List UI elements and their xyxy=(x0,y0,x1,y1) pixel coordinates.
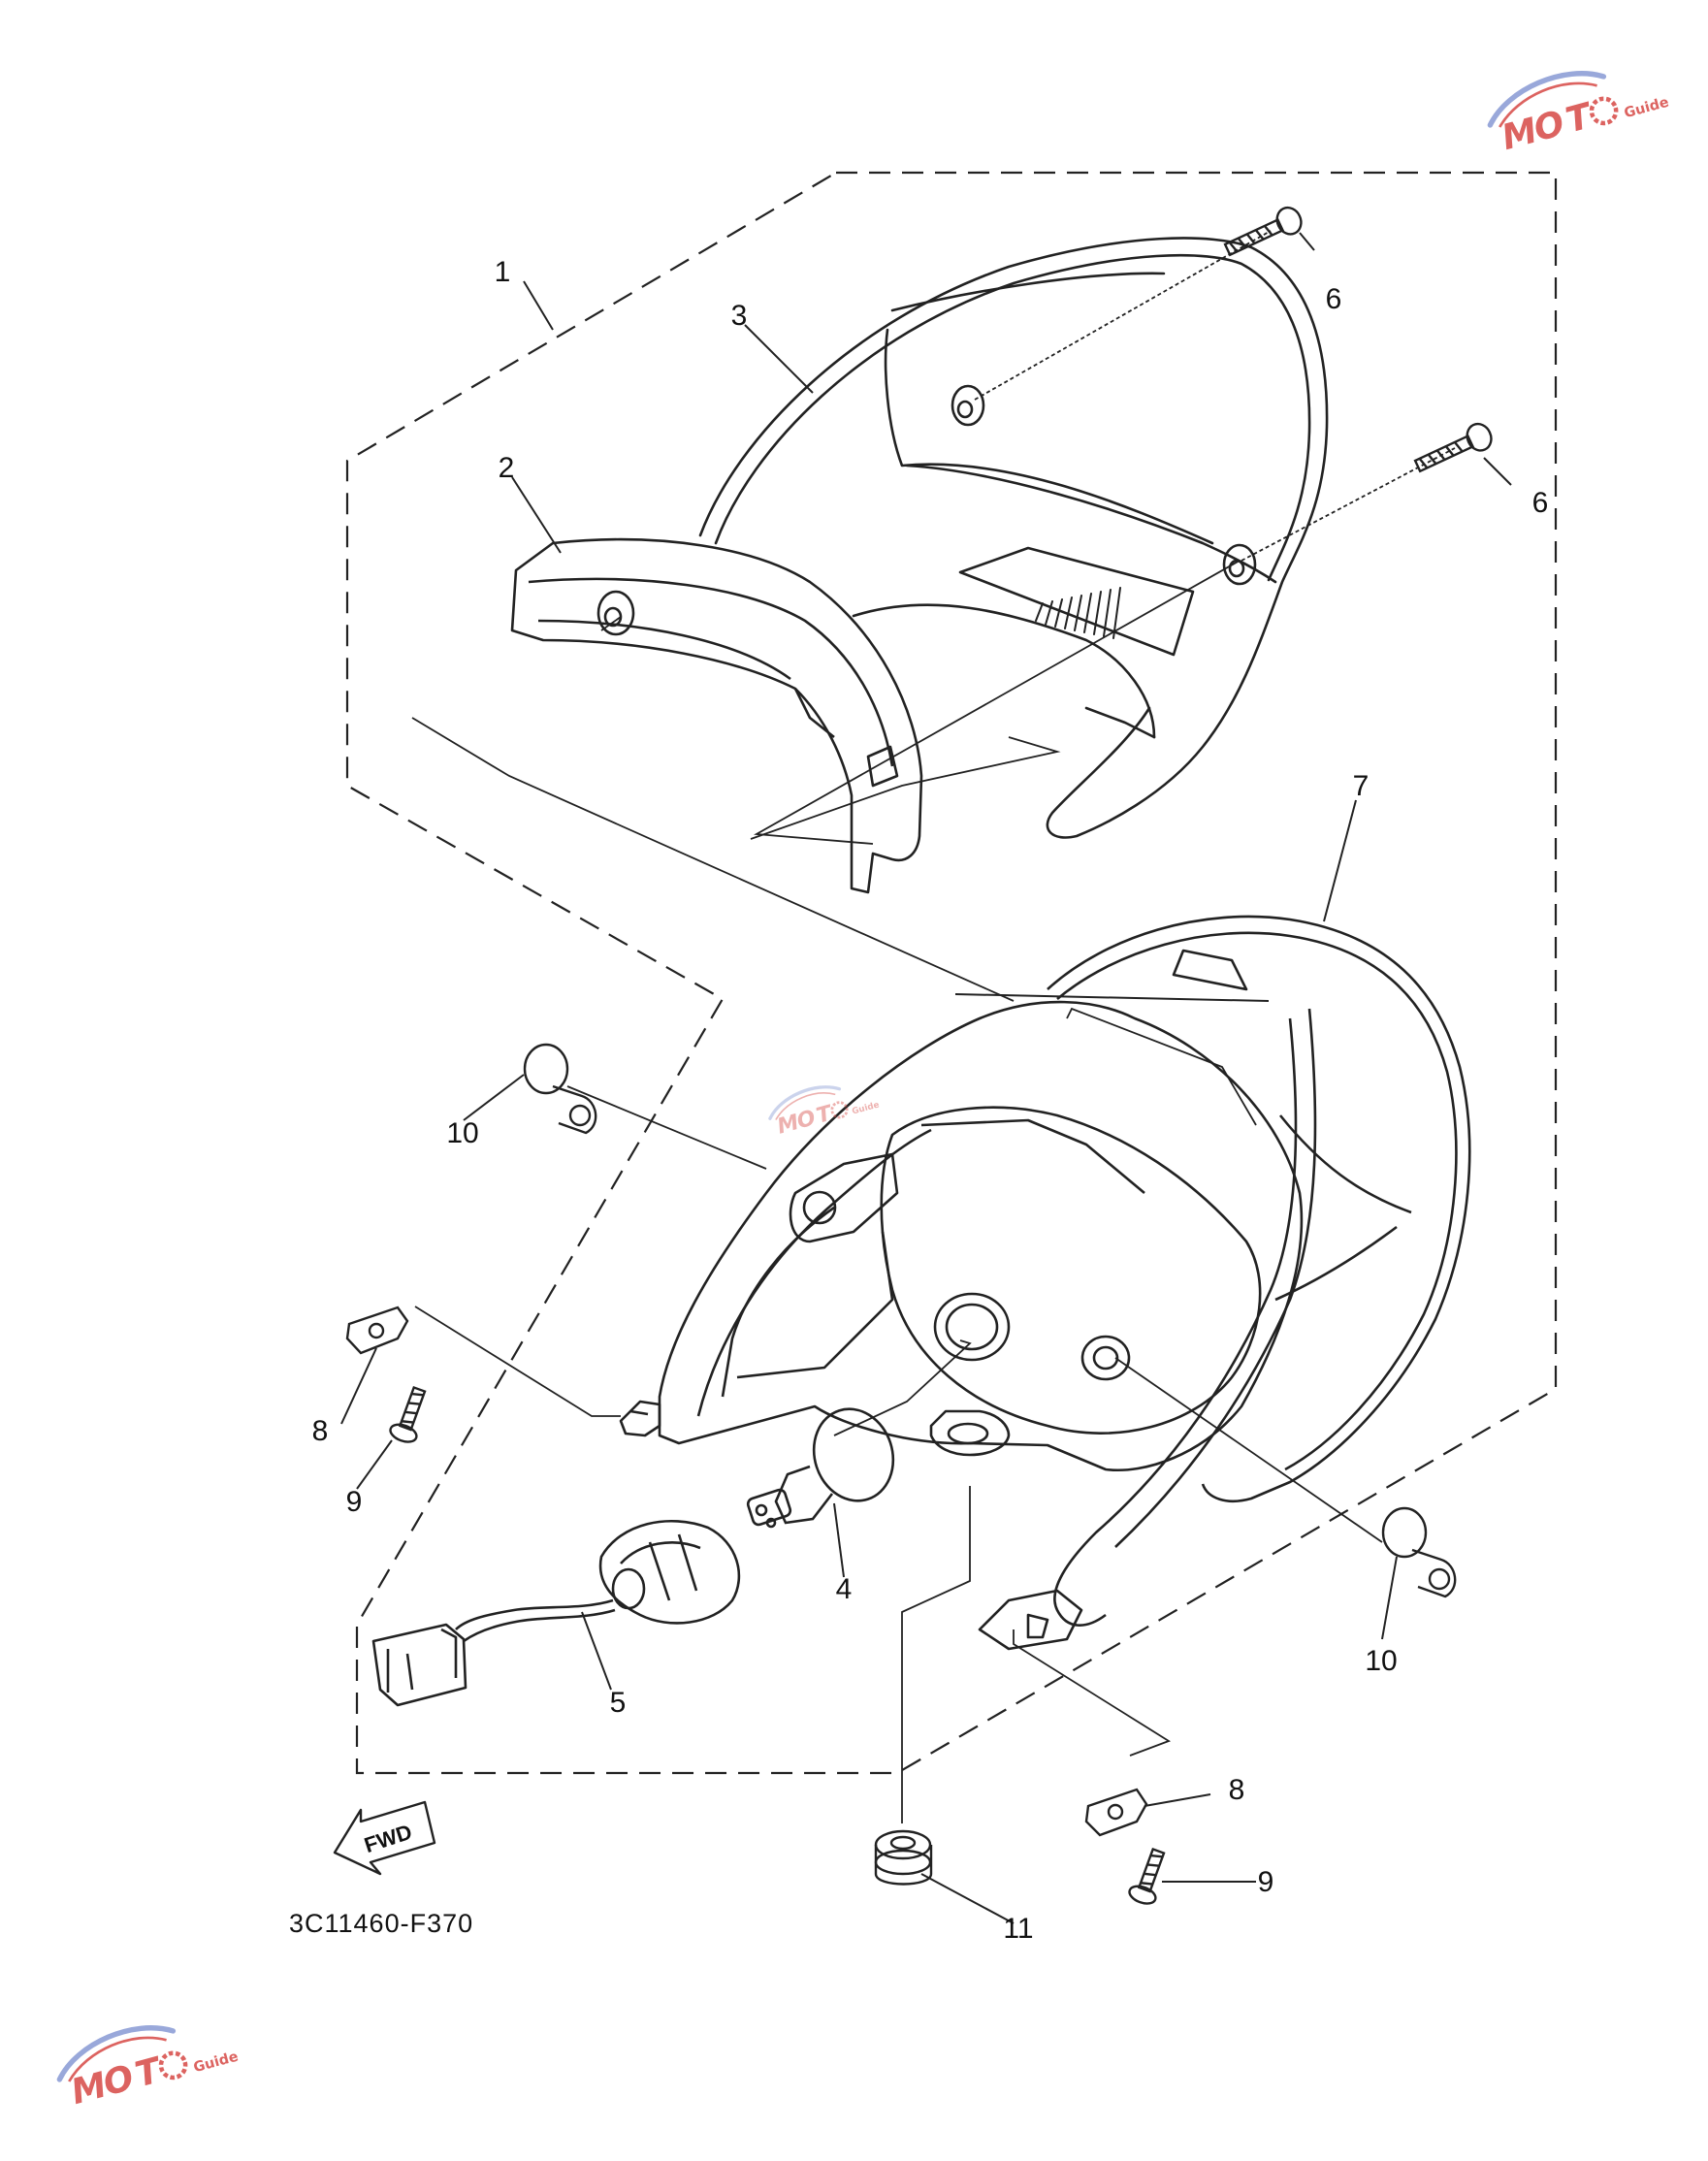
callout-10a: 10 xyxy=(446,1117,478,1149)
callout-10b: 10 xyxy=(1365,1645,1397,1677)
screws-6 xyxy=(1223,206,1493,473)
guide-lines xyxy=(411,560,1383,1823)
callout-9b: 9 xyxy=(1258,1866,1274,1898)
assembly-outline xyxy=(345,171,1558,1775)
callout-4: 4 xyxy=(836,1573,853,1605)
callout-11: 11 xyxy=(1003,1913,1033,1945)
front-cowl-piece xyxy=(510,537,923,894)
seat-cowl xyxy=(698,237,1329,839)
callout-2: 2 xyxy=(499,452,515,484)
callout-5: 5 xyxy=(610,1687,627,1719)
assembly-lines xyxy=(974,230,1456,562)
callout-6a: 6 xyxy=(1326,283,1342,315)
callout-7: 7 xyxy=(1353,770,1370,802)
callout-6b: 6 xyxy=(1532,487,1549,519)
gear-icon xyxy=(1589,96,1619,126)
callout-9a: 9 xyxy=(346,1486,363,1518)
callout-8b: 8 xyxy=(1229,1774,1245,1806)
socket-cord xyxy=(371,1520,741,1707)
drawing-code: 3C11460-F370 xyxy=(289,1909,473,1938)
callout-3: 3 xyxy=(731,300,748,332)
tail-light-housing xyxy=(619,915,1471,1651)
fasteners xyxy=(345,1043,1457,1905)
callout-8a: 8 xyxy=(312,1415,329,1447)
callout-numbers: 1 2 3 4 5 6 6 7 8 8 9 9 10 10 11 xyxy=(312,256,1549,1945)
leader-lines xyxy=(340,232,1512,1924)
fwd-arrow-icon: FWD xyxy=(333,1800,436,1876)
bulb xyxy=(746,1407,895,1529)
gear-icon xyxy=(830,1101,849,1119)
callout-1: 1 xyxy=(495,256,511,288)
